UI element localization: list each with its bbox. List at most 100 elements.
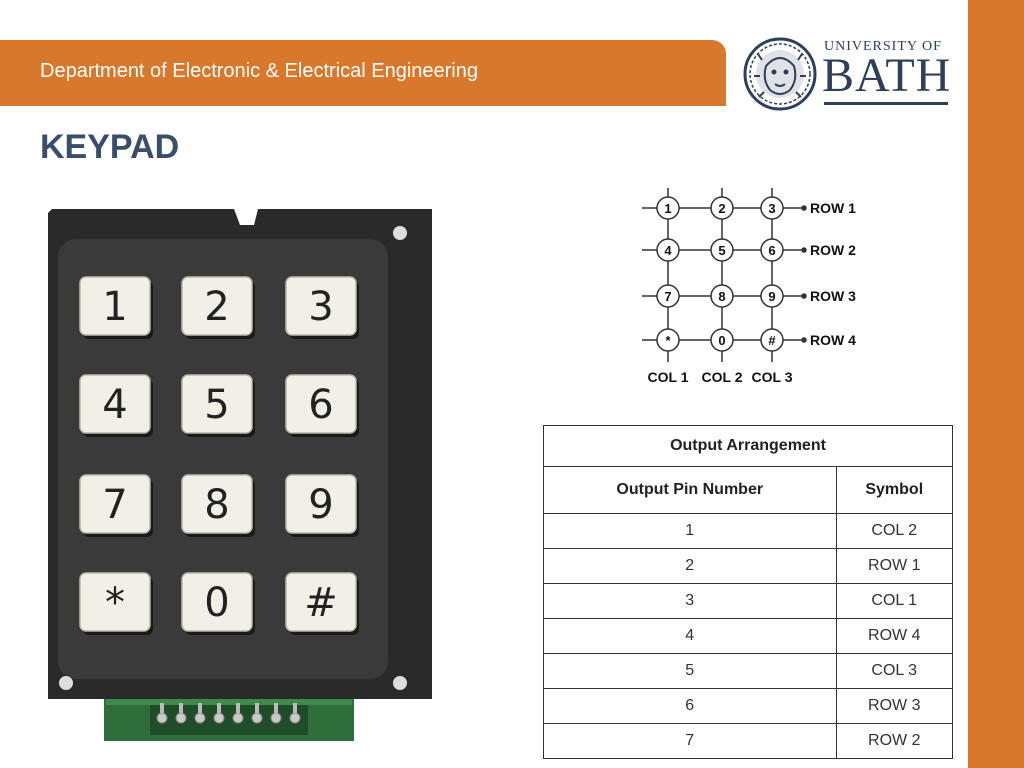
matrix-key-node: 4	[656, 238, 680, 262]
keypad-key: 1	[79, 276, 153, 339]
matrix-key-label: 8	[718, 289, 725, 304]
table-row: 4 ROW 4	[543, 618, 954, 654]
keypad-key: *	[79, 572, 153, 635]
keypad-key: 3	[285, 276, 359, 339]
column-header-symbol: Symbol	[835, 466, 954, 514]
pin-cell: 2	[543, 548, 837, 584]
column-header-pin: Output Pin Number	[543, 466, 837, 514]
matrix-key-node: 3	[760, 196, 784, 220]
matrix-key-node: 8	[710, 284, 734, 308]
keypad-key: 6	[285, 374, 359, 437]
symbol-cell: COL 1	[835, 583, 954, 619]
pin-cell: 1	[543, 513, 837, 549]
keypad-key-label: 1	[102, 284, 127, 330]
mount-hole	[393, 676, 407, 690]
pcb-pin	[232, 712, 244, 724]
keypad-key: 9	[285, 474, 359, 537]
matrix-key-node: *	[656, 328, 680, 352]
table-row: 1 COL 2	[543, 513, 954, 549]
table-row: 5 COL 3	[543, 653, 954, 689]
keypad-membrane	[58, 239, 388, 679]
matrix-key-label: 9	[768, 289, 775, 304]
logo-text-bath: BATH	[822, 49, 952, 102]
row-label: ROW 4	[810, 332, 856, 348]
table-caption: Output Arrangement	[543, 425, 953, 467]
symbol-cell: ROW 1	[835, 548, 954, 584]
matrix-key-node: 1	[656, 196, 680, 220]
right-accent-bar	[968, 0, 1024, 768]
pcb-pin	[251, 712, 263, 724]
mount-hole	[59, 676, 73, 690]
row-label: ROW 3	[810, 288, 856, 304]
pcb-pin	[270, 712, 282, 724]
table-row: 3 COL 1	[543, 583, 954, 619]
keypad-key-label: *	[105, 580, 125, 626]
matrix-key-label: 4	[664, 243, 672, 258]
column-label: COL 3	[752, 369, 793, 385]
pin-cell: 7	[543, 723, 837, 759]
matrix-key-label: *	[665, 333, 671, 348]
bath-emblem-icon	[743, 37, 817, 111]
symbol-cell: COL 2	[835, 513, 954, 549]
column-label: COL 2	[702, 369, 743, 385]
keypad-matrix-schematic: 1 2 3 4 5 6 7 8 9 * 0 # ROW 1 ROW 2 ROW 3 ROW 4 COL 1 C…	[642, 188, 856, 385]
pin-cell: 5	[543, 653, 837, 689]
matrix-key-label: 1	[664, 201, 671, 216]
matrix-key-label: 2	[718, 201, 725, 216]
table-row: 7 ROW 2	[543, 723, 954, 759]
logo-text-university: UNIVERSITY OF	[824, 39, 942, 54]
column-label: COL 1	[648, 369, 689, 385]
keypad-key-label: 4	[102, 382, 127, 428]
matrix-key-node: 0	[710, 328, 734, 352]
matrix-key-node: 5	[710, 238, 734, 262]
slide-title: KEYPAD	[40, 128, 180, 166]
keypad-key-label: 9	[308, 482, 333, 528]
keypad-key: #	[285, 572, 359, 635]
header-banner: Department of Electronic & Electrical En…	[0, 40, 726, 106]
symbol-cell: COL 3	[835, 653, 954, 689]
logo-underline	[824, 102, 948, 105]
matrix-key-node: 9	[760, 284, 784, 308]
matrix-key-label: 0	[718, 333, 725, 348]
matrix-key-label: 6	[768, 243, 775, 258]
symbol-cell: ROW 4	[835, 618, 954, 654]
row-label: ROW 1	[810, 200, 856, 216]
pcb-pin	[194, 712, 206, 724]
keypad-key-label: 6	[308, 382, 333, 428]
keypad-key-label: 5	[204, 382, 229, 428]
keypad-key-label: 8	[204, 482, 229, 528]
matrix-key-node: 2	[710, 196, 734, 220]
matrix-key-node: #	[760, 328, 784, 352]
matrix-key-label: 5	[718, 243, 725, 258]
matrix-key-label: 7	[664, 289, 671, 304]
matrix-key-node: 6	[760, 238, 784, 262]
table-row: 2 ROW 1	[543, 548, 954, 584]
table-row: 6 ROW 3	[543, 688, 954, 724]
symbol-cell: ROW 2	[835, 723, 954, 759]
matrix-key-label: #	[768, 333, 776, 348]
pin-cell: 3	[543, 583, 837, 619]
mount-hole	[393, 226, 407, 240]
university-logo: UNIVERSITY OF BATH	[742, 36, 952, 112]
keypad-key-label: #	[304, 580, 338, 626]
output-arrangement-table: Output Arrangement Output Pin Number Sym…	[543, 425, 954, 759]
pcb-pin	[213, 712, 225, 724]
keypad-key-label: 0	[204, 580, 229, 626]
pin-cell: 6	[543, 688, 837, 724]
keypad-key-label: 3	[308, 284, 333, 330]
matrix-key-label: 3	[768, 201, 775, 216]
keypad-key: 8	[181, 474, 255, 537]
keypad-key: 7	[79, 474, 153, 537]
keypad-key: 2	[181, 276, 255, 339]
keypad-key-label: 2	[204, 284, 229, 330]
pin-cell: 4	[543, 618, 837, 654]
row-label: ROW 2	[810, 242, 856, 258]
keypad-photo: 1 2 3 4 5 6 7 8 9 * 0 #	[48, 209, 432, 741]
keypad-key-label: 7	[102, 482, 127, 528]
keypad-key: 0	[181, 572, 255, 635]
keypad-key: 4	[79, 374, 153, 437]
pcb-pin	[175, 712, 187, 724]
department-name: Department of Electronic & Electrical En…	[40, 60, 478, 82]
symbol-cell: ROW 3	[835, 688, 954, 724]
pcb-pin	[156, 712, 168, 724]
